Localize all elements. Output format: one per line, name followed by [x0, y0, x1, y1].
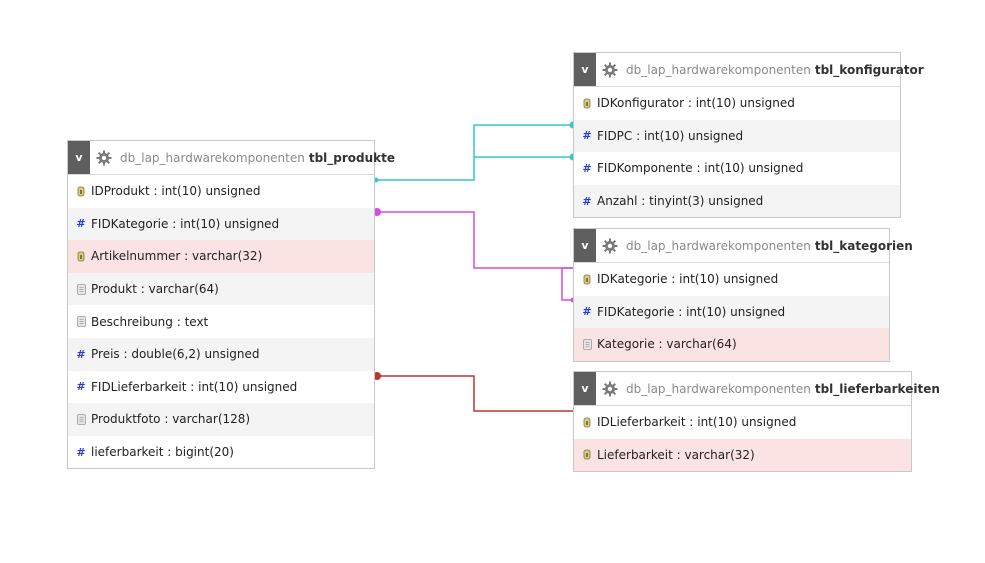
hash-icon: # — [76, 380, 86, 394]
database-name: db_lap_hardwarekomponenten — [120, 150, 305, 165]
relation-endpoint-lieferbarkeiten-source — [373, 372, 381, 380]
hash-icon: # — [582, 194, 592, 208]
column-row[interactable]: Kategorie : varchar(64) — [574, 328, 889, 361]
column-label: Artikelnummer : varchar(32) — [91, 249, 263, 264]
column-row[interactable]: IDKategorie : int(10) unsigned — [574, 263, 889, 296]
hash-icon: # — [582, 305, 592, 319]
column-label: Kategorie : varchar(64) — [597, 337, 737, 352]
hash-icon: # — [582, 161, 592, 175]
relation-line-konfigurator[interactable] — [376, 124, 573, 181]
text-icon — [582, 338, 592, 350]
relation-line-lieferbarkeiten[interactable] — [376, 375, 573, 412]
relation-line-kategorien[interactable] — [376, 211, 573, 301]
key-icon — [582, 449, 592, 461]
table-name: tbl_lieferbarkeiten — [814, 381, 940, 396]
column-row[interactable]: IDKonfigurator : int(10) unsigned — [574, 87, 900, 120]
column-label: IDLieferbarkeit : int(10) unsigned — [597, 415, 797, 430]
collapse-toggle-button[interactable]: v — [574, 229, 596, 262]
column-label: IDProdukt : int(10) unsigned — [91, 184, 261, 199]
column-row[interactable]: # FIDPC : int(10) unsigned — [574, 119, 900, 153]
column-row[interactable]: # FIDKomponente : int(10) unsigned — [574, 152, 900, 185]
hash-icon: # — [582, 129, 592, 143]
column-row[interactable]: IDLieferbarkeit : int(10) unsigned — [574, 406, 911, 439]
gear-icon[interactable] — [602, 238, 618, 254]
column-label: Anzahl : tinyint(3) unsigned — [597, 194, 764, 209]
collapse-toggle-button[interactable]: v — [68, 141, 90, 174]
database-name: db_lap_hardwarekomponenten — [626, 381, 811, 396]
column-row[interactable]: Produktfoto : varchar(128) — [68, 403, 374, 436]
column-row[interactable]: Lieferbarkeit : varchar(32) — [574, 438, 911, 472]
collapse-toggle-button[interactable]: v — [574, 53, 596, 86]
text-icon — [76, 413, 86, 425]
text-icon — [76, 283, 86, 295]
key-icon — [76, 250, 86, 262]
column-row[interactable]: # FIDKategorie : int(10) unsigned — [68, 207, 374, 241]
column-label: FIDKomponente : int(10) unsigned — [597, 161, 804, 176]
column-label: Produkt : varchar(64) — [91, 282, 219, 297]
table-name: tbl_kategorien — [814, 238, 913, 253]
database-name: db_lap_hardwarekomponenten — [626, 62, 811, 77]
column-row[interactable]: IDProdukt : int(10) unsigned — [68, 175, 374, 208]
column-label: FIDKategorie : int(10) unsigned — [91, 216, 280, 231]
key-icon — [582, 273, 592, 285]
column-row[interactable]: Artikelnummer : varchar(32) — [68, 240, 374, 273]
gear-icon[interactable] — [96, 150, 112, 166]
column-label: Preis : double(6,2) unsigned — [91, 347, 260, 362]
column-row[interactable]: # Anzahl : tinyint(3) unsigned — [574, 184, 900, 218]
column-label: IDKategorie : int(10) unsigned — [597, 272, 779, 287]
column-label: FIDPC : int(10) unsigned — [597, 128, 744, 143]
collapse-toggle-button[interactable]: v — [574, 372, 596, 405]
table-name: tbl_konfigurator — [814, 62, 924, 77]
key-icon — [582, 416, 592, 428]
relation-endpoint-kategorien-source — [373, 208, 381, 216]
key-icon — [582, 97, 592, 109]
gear-icon[interactable] — [602, 62, 618, 78]
table-name: tbl_produkte — [308, 150, 396, 165]
hash-icon: # — [76, 445, 86, 459]
column-row[interactable]: # FIDKategorie : int(10) unsigned — [574, 295, 889, 329]
gear-icon[interactable] — [602, 381, 618, 397]
column-row[interactable]: Produkt : varchar(64) — [68, 272, 374, 306]
column-row[interactable]: Beschreibung : text — [68, 305, 374, 338]
column-label: FIDKategorie : int(10) unsigned — [597, 304, 786, 319]
column-label: FIDLieferbarkeit : int(10) unsigned — [91, 379, 298, 394]
column-row[interactable]: # lieferbarkeit : bigint(20) — [68, 436, 374, 469]
hash-icon: # — [76, 217, 86, 231]
column-label: IDKonfigurator : int(10) unsigned — [597, 96, 795, 111]
hash-icon: # — [76, 347, 86, 361]
column-row[interactable]: # FIDLieferbarkeit : int(10) unsigned — [68, 371, 374, 404]
column-label: lieferbarkeit : bigint(20) — [91, 445, 234, 460]
text-icon — [76, 316, 86, 328]
column-row[interactable]: # Preis : double(6,2) unsigned — [68, 337, 374, 371]
database-name: db_lap_hardwarekomponenten — [626, 238, 811, 253]
column-label: Lieferbarkeit : varchar(32) — [597, 447, 755, 462]
column-label: Beschreibung : text — [91, 314, 209, 329]
column-label: Produktfoto : varchar(128) — [91, 412, 251, 427]
key-icon — [76, 185, 86, 197]
